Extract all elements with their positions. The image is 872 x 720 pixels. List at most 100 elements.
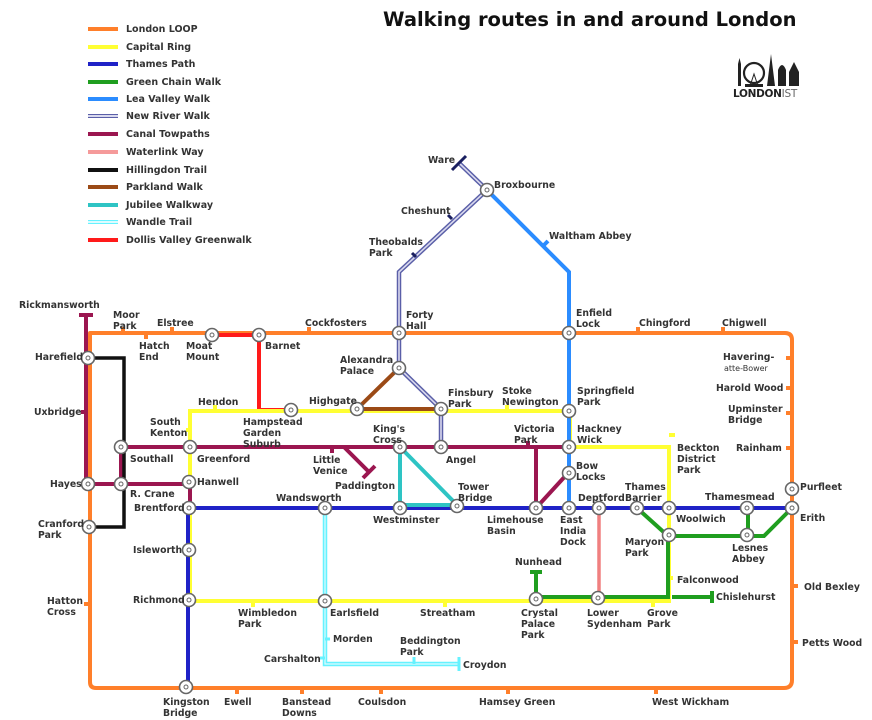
legend-label: Wandle Trail — [126, 216, 193, 228]
label-carshalton: Carshalton — [264, 654, 321, 665]
label-ware: Ware — [428, 155, 456, 166]
label-stoke-newington: Stoke Newington — [502, 386, 559, 408]
label-wandsworth: Wandsworth — [276, 493, 342, 504]
legend-swatch — [88, 132, 118, 136]
legend-label: New River Walk — [126, 110, 210, 122]
label-victoria-park: Victoria Park — [514, 424, 555, 446]
label-hayes: Hayes — [50, 479, 82, 490]
label-woolwich: Woolwich — [676, 514, 726, 525]
label-little-venice: Little Venice — [313, 455, 348, 477]
label-theobalds-park: Theobalds Park — [369, 237, 423, 259]
label-southall: Southall — [130, 454, 174, 465]
label-nunhead: Nunhead — [515, 557, 562, 568]
legend-item-wandle-trail: Wandle Trail — [88, 215, 192, 229]
label-chislehurst: Chislehurst — [716, 592, 776, 603]
label-hampstead-garden-suburb: Hampstead Garden Suburb — [243, 417, 303, 450]
legend-label: Thames Path — [126, 58, 196, 70]
label-deptford: Deptford — [578, 493, 625, 504]
label-rickmansworth: Rickmansworth — [19, 300, 100, 311]
legend-swatch — [88, 45, 118, 49]
label-isleworth: Isleworth — [133, 545, 183, 556]
legend-label: Dollis Valley Greenwalk — [126, 234, 252, 246]
london-skyline-icon — [738, 54, 799, 87]
legend-item-jubilee-walkway: Jubilee Walkway — [88, 198, 213, 212]
label-greenford: Greenford — [197, 454, 251, 465]
label-harold-wood: Harold Wood — [716, 383, 784, 394]
legend-item-london-loop: London LOOP — [88, 22, 198, 36]
label-hatton-cross: Hatton Cross — [47, 596, 83, 618]
label-west-wickham: West Wickham — [652, 697, 730, 708]
label-hatch-end: Hatch End — [139, 341, 170, 363]
label-cockfosters: Cockfosters — [305, 318, 367, 329]
label-harefield: Harefield — [35, 352, 83, 363]
label-ewell: Ewell — [224, 697, 252, 708]
label-limehouse-basin: Limehouse Basin — [487, 515, 544, 537]
label-hanwell: Hanwell — [197, 477, 239, 488]
legend-item-capital-ring: Capital Ring — [88, 40, 191, 54]
label-grove-park: Grove Park — [647, 608, 678, 630]
label-cranford-park: Cranford Park — [38, 519, 84, 541]
label-kings-cross: King's Cross — [373, 424, 406, 446]
label-angel: Angel — [446, 455, 476, 466]
label-tower-bridge: Tower Bridge — [458, 482, 493, 504]
label-barnet: Barnet — [265, 341, 301, 352]
route-parkland-walk — [355, 366, 441, 411]
legend-item-dollis-valley-greenwalk: Dollis Valley Greenwalk — [88, 233, 252, 247]
label-east-india-dock: East India Dock — [560, 515, 587, 548]
logo-text: LONDONIST — [733, 88, 797, 100]
label-hamsey-green: Hamsey Green — [479, 697, 556, 708]
label-highgate: Highgate — [309, 396, 357, 407]
legend-swatch — [88, 114, 118, 118]
legend-item-hillingdon-trail: Hillingdon Trail — [88, 163, 207, 177]
label-uxbridge: Uxbridge — [34, 407, 82, 418]
label-maryon-park: Maryon Park — [625, 537, 665, 559]
label-earlsfield: Earlsfield — [330, 608, 379, 619]
legend-swatch — [88, 150, 118, 154]
label-wimbledon-park: Wimbledon Park — [238, 608, 297, 630]
legend-label: Hillingdon Trail — [126, 164, 207, 176]
legend-swatch — [88, 97, 118, 101]
label-erith: Erith — [800, 513, 826, 524]
label-bow-locks: Bow Locks — [576, 461, 606, 483]
legend-swatch — [88, 203, 118, 207]
label-croydon: Croydon — [463, 660, 507, 671]
legend-item-parkland-walk: Parkland Walk — [88, 180, 203, 194]
label-cheshunt: Cheshunt — [401, 206, 451, 217]
legend-item-green-chain-walk: Green Chain Walk — [88, 75, 221, 89]
legend-swatch — [88, 80, 118, 84]
label-chigwell: Chigwell — [722, 318, 767, 329]
legend-label: Lea Valley Walk — [126, 93, 211, 105]
logo-text-main: LONDON — [733, 88, 782, 100]
label-springfield-park: Springfield Park — [577, 386, 635, 408]
label-rainham: Rainham — [736, 443, 782, 454]
label-old-bexley: Old Bexley — [804, 582, 860, 593]
legend-item-waterlink-way: Waterlink Way — [88, 145, 204, 159]
label-broxbourne: Broxbourne — [494, 180, 556, 191]
legend-label: Jubilee Walkway — [126, 199, 214, 211]
label-upminster-bridge: Upminster Bridge — [728, 404, 783, 426]
route-jubilee-walkway — [398, 445, 462, 507]
label-alexandra-palace: Alexandra Palace — [340, 355, 394, 377]
label-morden: Morden — [333, 634, 373, 645]
label-hackney-wick: Hackney Wick — [577, 424, 622, 446]
label-kingston-bridge: Kingston Bridge — [163, 697, 210, 719]
label-streatham: Streatham — [420, 608, 476, 619]
label-chingford: Chingford — [639, 318, 691, 329]
legend-label: Canal Towpaths — [126, 128, 210, 140]
label-paddington: Paddington — [335, 481, 396, 492]
legend-label: London LOOP — [126, 23, 198, 35]
label-finsbury-park: Finsbury Park — [448, 388, 494, 410]
label-havering-2: atte-Bower — [724, 364, 768, 373]
route-wandle-trail — [320, 508, 461, 671]
legend-label: Parkland Walk — [126, 181, 203, 193]
label-moor-park: Moor Park — [113, 310, 140, 332]
label-hendon: Hendon — [198, 397, 239, 408]
legend-item-canal-towpaths: Canal Towpaths — [88, 127, 210, 141]
label-enfield-lock: Enfield Lock — [576, 308, 613, 330]
logo-text-suffix: IST — [781, 88, 798, 100]
label-brentford: Brentford — [134, 503, 185, 514]
legend-label: Waterlink Way — [126, 146, 204, 158]
legend-swatch — [88, 62, 118, 66]
label-richmond: Richmond — [133, 595, 185, 606]
